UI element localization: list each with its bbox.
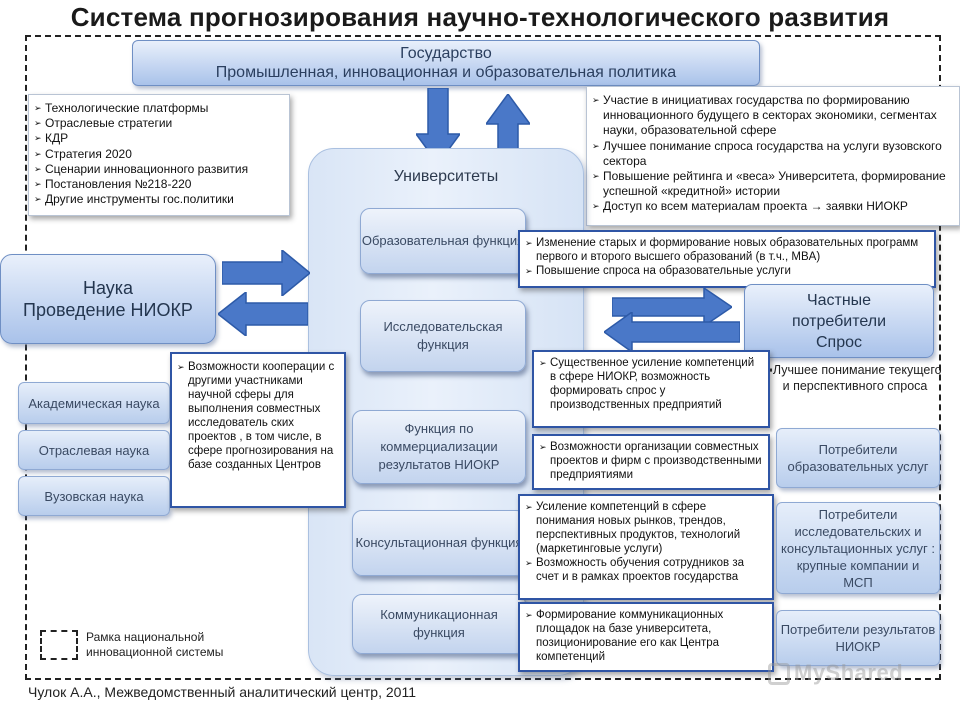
watermark-logo-icon <box>768 663 790 686</box>
private-line1: Частные <box>806 291 872 309</box>
arrow-right-icon <box>222 250 310 296</box>
science-industry: Отраслевая наука <box>18 430 170 470</box>
function-commercialization: Функция по коммерциализации результатов … <box>352 410 526 484</box>
watermark: MyShared <box>768 660 903 686</box>
consumer-label: Потребители исследовательских и консульт… <box>781 506 935 590</box>
list-item: Сценарии инновационного развития <box>34 162 283 177</box>
science-type-label: Отраслевая наука <box>38 442 150 458</box>
list-item: Возможности кооперации с другими участни… <box>177 360 338 472</box>
state-box: Государство Промышленная, инновационная … <box>132 40 760 86</box>
list-item: Постановления №218-220 <box>34 177 283 192</box>
state-title: Государство <box>400 45 492 62</box>
function-research: Исследовательская функция <box>360 300 526 372</box>
consumer-education: Потребители образовательных услуг <box>776 428 940 488</box>
list-item: Стратегия 2020 <box>34 147 283 162</box>
state-benefits-note: Участие в инициативах государства по фор… <box>586 86 960 226</box>
consumer-rnd-results: Потребители результатов НИОКР <box>776 610 940 666</box>
commercial-note: Возможности организации совместных проек… <box>532 434 770 490</box>
consumer-label: Потребители результатов НИОКР <box>780 622 936 654</box>
science-box: Наука Проведение НИОКР <box>0 254 216 344</box>
science-type-label: Вузовская наука <box>44 488 144 504</box>
university-title: Университеты <box>393 168 499 185</box>
state-policy: Промышленная, инновационная и образовате… <box>215 64 677 81</box>
watermark-text: MyShared <box>794 660 904 685</box>
list-item: Технологические платформы <box>34 101 283 116</box>
communication-note-list: Формирование коммуникационных площадок н… <box>525 608 766 664</box>
list-item: КДР <box>34 131 283 146</box>
legend-label: Рамка национальной инновационной системы <box>86 630 224 659</box>
list-item: Повышение рейтинга и «веса» Университета… <box>592 169 953 199</box>
function-label: Образовательная функция <box>361 233 525 248</box>
consumer-label: Потребители образовательных услуг <box>787 442 929 474</box>
function-label: Функция по коммерциализации результатов … <box>378 421 500 472</box>
education-note: Изменение старых и формирование новых об… <box>518 230 936 288</box>
science-academic: Академическая наука <box>18 382 170 424</box>
list-item: Изменение старых и формирование новых об… <box>525 236 928 264</box>
arrow-left-icon <box>604 312 740 352</box>
consulting-note: Усиление компетенций в сфере понимания н… <box>518 494 774 600</box>
private-line2: потребители <box>791 312 887 330</box>
science-cooperation-note: Возможности кооперации с другими участни… <box>170 352 346 508</box>
list-item: Доступ ко всем материалам проекта → заяв… <box>592 199 953 214</box>
science-university: Вузовская наука <box>18 476 170 516</box>
page-title: Система прогнозирования научно-технологи… <box>70 2 890 32</box>
science-title: Наука <box>82 278 134 298</box>
science-note-list: Возможности кооперации с другими участни… <box>177 360 338 472</box>
list-item: Другие инструменты гос.политики <box>34 192 283 207</box>
education-note-list: Изменение старых и формирование новых об… <box>525 236 928 278</box>
function-consulting: Консультационная функция <box>352 510 526 576</box>
state-benefits-list: Участие в инициативах государства по фор… <box>592 93 953 215</box>
commercial-note-list: Возможности организации совместных проек… <box>539 440 762 482</box>
consulting-note-list: Усиление компетенций в сфере понимания н… <box>525 500 766 584</box>
national-innovation-frame <box>25 35 941 680</box>
list-item: Усиление компетенций в сфере понимания н… <box>525 500 766 556</box>
science-type-label: Академическая наука <box>28 395 160 411</box>
private-consumers-box: Частные потребители Спрос <box>744 284 934 358</box>
legend-text: Рамка национальной инновационной системы <box>86 630 256 660</box>
function-label: Исследовательская функция <box>383 319 503 352</box>
private-line3: Спрос <box>815 333 862 351</box>
research-note: Существенное усиление компетенций в сфер… <box>532 350 770 428</box>
legend-frame-icon <box>40 630 78 660</box>
communication-note: Формирование коммуникационных площадок н… <box>518 602 774 672</box>
consumer-research-consulting: Потребители исследовательских и консульт… <box>776 502 940 594</box>
list-item: Возможность обучения сотрудников за счет… <box>525 556 766 584</box>
source-footer: Чулок А.А., Межведомственный аналитическ… <box>28 684 416 700</box>
list-item: Отраслевые стратегии <box>34 116 283 131</box>
function-label: Консультационная функция <box>355 535 523 550</box>
instruments-list: Технологические платформы Отраслевые стр… <box>34 101 283 208</box>
list-item: Лучшее понимание спроса государства на у… <box>592 139 953 169</box>
list-item: Повышение спроса на образовательные услу… <box>525 264 928 278</box>
function-education: Образовательная функция <box>360 208 526 274</box>
function-communication: Коммуникационная функция <box>352 594 526 654</box>
function-label: Коммуникационная функция <box>380 607 498 640</box>
list-item: Возможности организации совместных проек… <box>539 440 762 482</box>
private-demand-text: ▪Лучшее понимание текущего и перспективн… <box>768 363 942 393</box>
arrow-up-icon <box>486 94 530 168</box>
list-item: Участие в инициативах государства по фор… <box>592 93 953 139</box>
list-item: Существенное усиление компетенций в сфер… <box>539 356 762 412</box>
arrow-left-icon <box>218 292 308 336</box>
science-subtitle: Проведение НИОКР <box>23 300 193 320</box>
list-item: Формирование коммуникационных площадок н… <box>525 608 766 664</box>
instruments-note: Технологические платформы Отраслевые стр… <box>28 94 290 216</box>
research-note-list: Существенное усиление компетенций в сфер… <box>539 356 762 412</box>
